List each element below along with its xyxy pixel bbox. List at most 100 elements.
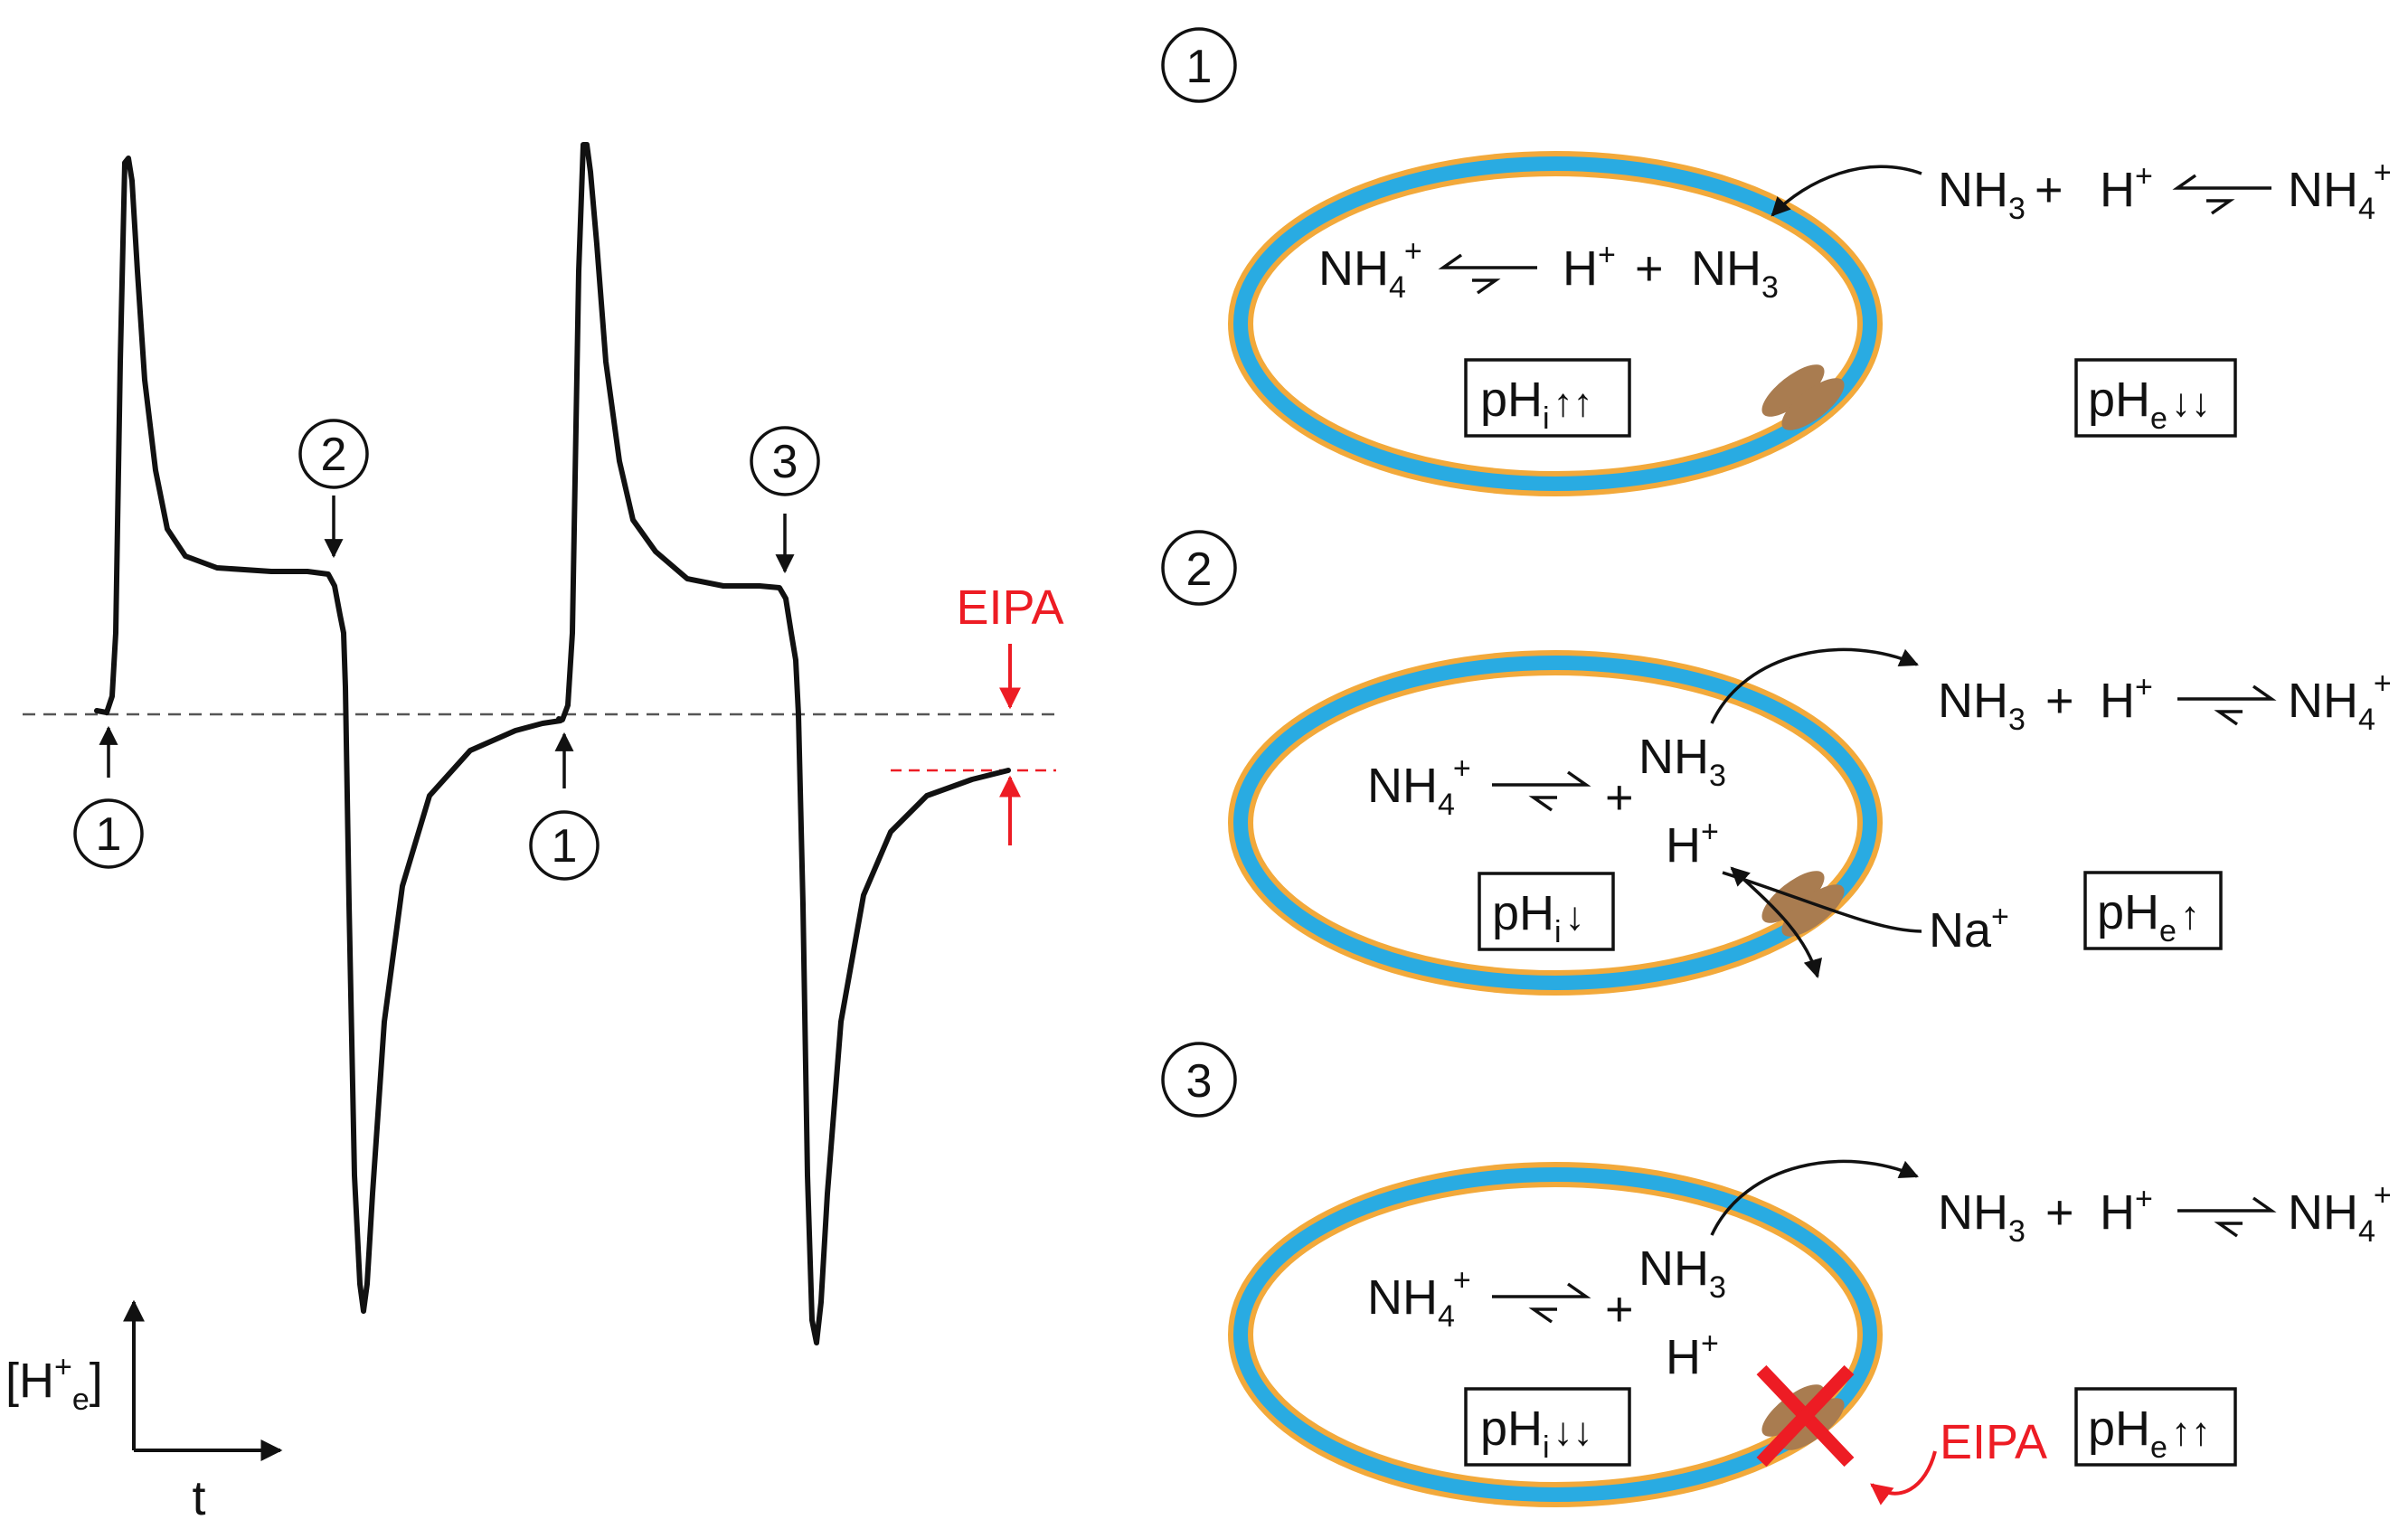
- panel-2: 2 NH3 + H+ NH4+ NH4+ + NH3 H+ Na+: [1161, 530, 2392, 996]
- panel-3-in-equilibrium-arrow: [1492, 1282, 1591, 1324]
- panel-1-ph-out-frame: [2074, 358, 2237, 438]
- panel-1-in-nh4: NH4+: [1318, 234, 1422, 305]
- panel-3-ph-out-box: pHe↑↑: [2074, 1387, 2237, 1467]
- panel-1-out-h: H+: [2100, 159, 2153, 217]
- panel-3-number: 3: [1186, 1055, 1213, 1108]
- panel-3-out-nh4: NH4+: [2288, 1178, 2392, 1249]
- panel-1-number: 1: [1186, 41, 1213, 93]
- panel-1-ph-in-text: pHi↑↑: [1480, 373, 1593, 436]
- panel-1-out-eq-bottom: [2206, 199, 2235, 215]
- panel-3-inhibition-cross: [1756, 1364, 1855, 1468]
- panel-1-in-equilibrium-arrow: [1438, 253, 1537, 295]
- panel-2-in-eq-bottom: [1528, 796, 1557, 812]
- panel-2-membrane-inner: [1233, 656, 1877, 990]
- panel-3: 3 NH3 + H+ NH4+ NH4+ + NH3 H+: [1161, 1042, 2392, 1507]
- panel-2-out-equilibrium-arrow: [2177, 684, 2277, 726]
- panel-1-transporter: [1761, 364, 1845, 430]
- marker-1a-circle: [73, 798, 144, 869]
- trace-panel: 1 2 1 3 EIPA [H+e] t: [5, 142, 1064, 1525]
- panel-2-out-nh4: NH4+: [2288, 666, 2392, 737]
- panel-3-number-circle: [1161, 1042, 1237, 1118]
- panel-2-ph-in-text: pHi↓: [1492, 886, 1585, 949]
- panel-2-cell: [1228, 650, 1883, 996]
- panel-1-ph-out-box: pHe↓↓: [2074, 358, 2237, 438]
- marker-1a-label: 1: [96, 808, 122, 861]
- panel-1-number-circle: [1161, 27, 1237, 103]
- panel-1-out-eq-top: [2172, 174, 2271, 190]
- panel-1-membrane-inner: [1233, 156, 1877, 491]
- panel-1-out-nh4: NH4+: [2288, 156, 2392, 226]
- marker-2-label: 2: [321, 429, 347, 481]
- panel-3-out-nh3: NH3: [1938, 1185, 2026, 1249]
- panel-1-ph-out-text: pHe↓↓: [2088, 373, 2211, 436]
- panel-2-na-entry-arrow: [1722, 871, 1922, 933]
- panel-2-ph-in-box: pHi↓: [1478, 872, 1615, 951]
- panel-1-ph-in-box: pHi↑↑: [1464, 358, 1631, 438]
- panel-3-in-nh3: NH3: [1638, 1241, 1726, 1305]
- eipa-annotation: EIPA: [956, 580, 1064, 845]
- x-axis-label: t: [192, 1471, 205, 1525]
- panel-2-in-nh3: NH3: [1638, 730, 1726, 793]
- panel-2-nh3-exit-arrow: [1710, 647, 1919, 724]
- panel-3-out-eq-top: [2177, 1196, 2277, 1213]
- panel-3-in-plus: +: [1605, 1282, 1634, 1336]
- panel-2-out-nh3: NH3: [1938, 674, 2026, 737]
- panel-3-in-h: H+: [1666, 1326, 1719, 1384]
- panel-2-ph-out-text: pHe↑: [2097, 885, 2200, 949]
- panel-2-in-h: H+: [1666, 815, 1719, 873]
- panel-2-in-eq-top: [1492, 770, 1591, 787]
- panel-2-out-eq-bottom: [2214, 710, 2243, 726]
- panel-3-in-eq-top: [1492, 1282, 1591, 1298]
- panel-3-in-nh4: NH4+: [1367, 1263, 1471, 1334]
- marker-3-label: 3: [772, 436, 798, 488]
- panel-3-out-eq-bottom: [2214, 1222, 2243, 1238]
- panel-2-out-eq-top: [2177, 684, 2277, 701]
- panel-3-eipa-arrow: [1870, 1450, 1937, 1505]
- panel-1: 1 NH3 + H+ NH4+ NH4+ H+ + NH3 pHi↑↑: [1161, 27, 2392, 496]
- panel-1-ph-in-frame: [1464, 358, 1631, 438]
- panel-2-in-equilibrium-arrow: [1492, 770, 1591, 812]
- panel-2-na-label: Na+: [1929, 900, 2009, 958]
- axis-indicator: [H+e] t: [5, 1299, 283, 1525]
- panel-1-out-nh3: NH3: [1938, 163, 2026, 226]
- panel-3-membrane-inner: [1233, 1167, 1877, 1502]
- panel-3-ph-in-box: pHi↓↓: [1464, 1387, 1631, 1467]
- panel-1-cell: [1228, 151, 1883, 496]
- panel-2-number: 2: [1186, 543, 1213, 596]
- panel-2-in-plus: +: [1605, 770, 1634, 825]
- panel-2-ph-in-frame: [1478, 872, 1615, 951]
- panel-3-out-plus: +: [2045, 1185, 2074, 1240]
- panel-2-number-circle: [1161, 530, 1237, 606]
- panel-1-in-eq-bottom: [1472, 278, 1501, 295]
- panel-1-out-equilibrium-arrow: [2172, 174, 2271, 215]
- marker-2: 2: [298, 419, 369, 559]
- panel-3-cell: [1228, 1162, 1883, 1507]
- panel-3-nh3-exit-arrow: [1710, 1159, 1919, 1236]
- panel-1-in-eq-top: [1438, 253, 1537, 269]
- panel-3-cross-stroke-b: [1756, 1364, 1855, 1468]
- marker-3: 3: [750, 426, 820, 574]
- panel-1-out-plus: +: [2035, 163, 2063, 217]
- panel-3-ph-out-frame: [2074, 1387, 2237, 1467]
- hplus-trace: [94, 142, 1011, 1345]
- panel-1-nh3-entry-arrow: [1771, 165, 1922, 217]
- panel-3-ph-out-text: pHe↑↑: [2088, 1402, 2211, 1465]
- panel-1-transporter-right: [1781, 378, 1845, 430]
- panel-1-in-h: H+: [1563, 238, 1616, 296]
- panel-2-out-h: H+: [2100, 670, 2153, 728]
- panel-1-in-nh3: NH3: [1691, 241, 1779, 305]
- eipa-trace-label: EIPA: [956, 580, 1063, 635]
- panel-2-out-plus: +: [2045, 674, 2074, 728]
- panel-3-ph-in-frame: [1464, 1387, 1631, 1467]
- marker-1b: 1: [529, 731, 600, 881]
- panel-1-in-plus: +: [1635, 241, 1664, 296]
- panel-3-out-equilibrium-arrow: [2177, 1196, 2277, 1238]
- marker-3-circle: [750, 426, 820, 496]
- panel-2-ph-out-box: pHe↑: [2083, 871, 2223, 950]
- marker-2-circle: [298, 419, 369, 489]
- marker-1a: 1: [73, 725, 144, 869]
- panel-2-in-nh4: NH4+: [1367, 751, 1471, 822]
- panel-3-eipa-label: EIPA: [1940, 1415, 2047, 1469]
- marker-1b-circle: [529, 810, 600, 881]
